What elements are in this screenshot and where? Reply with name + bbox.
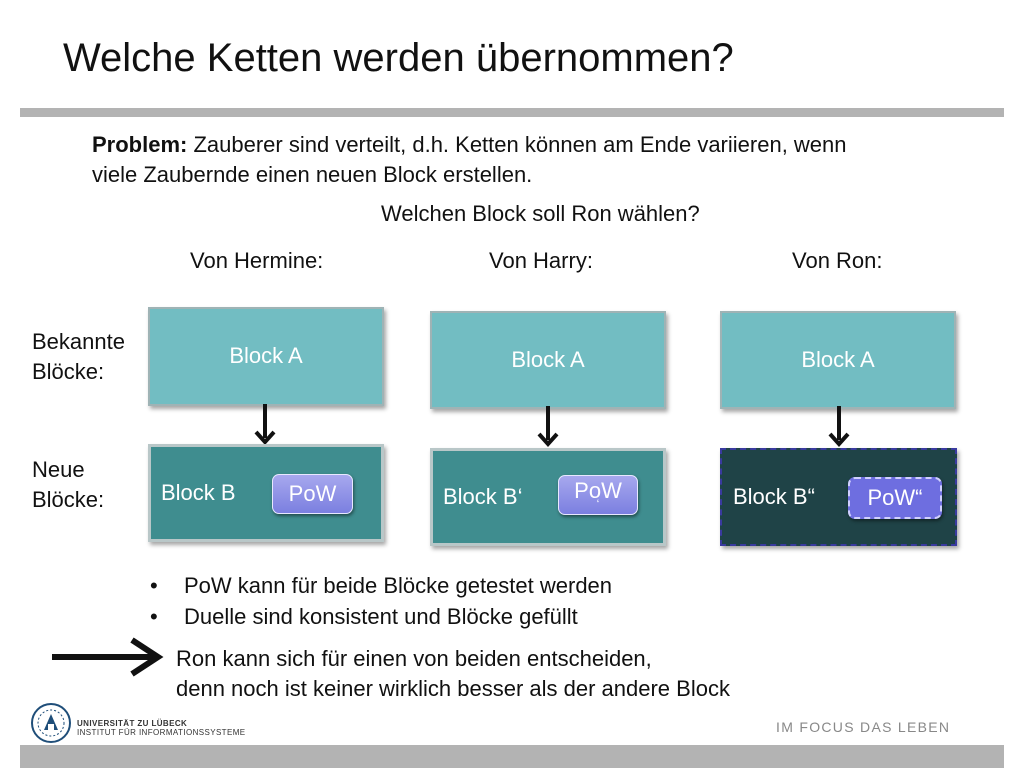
- block-a-ron-label: Block A: [801, 347, 875, 372]
- problem-statement: Problem: Zauberer sind verteilt, d.h. Ke…: [92, 130, 852, 190]
- slide-title: Welche Ketten werden übernommen?: [63, 36, 734, 80]
- problem-label: Problem:: [92, 132, 188, 157]
- pow-badge-harry-prime: ‘: [596, 497, 600, 511]
- column-heading-hermine: Von Hermine:: [190, 248, 324, 273]
- problem-text: Zauberer sind verteilt, d.h. Ketten könn…: [92, 132, 847, 187]
- university-line: UNIVERSITÄT ZU LÜBECK: [77, 719, 188, 728]
- conclusion-line-1: Ron kann sich für einen von beiden entsc…: [176, 646, 652, 671]
- block-a-harry-label: Block A: [511, 347, 585, 372]
- bullet-text: Duelle sind konsistent und Blöcke gefüll…: [184, 604, 578, 629]
- question-text: Welchen Block soll Ron wählen?: [381, 201, 700, 226]
- block-b-hermine: Block B PoW: [148, 444, 384, 542]
- bullet-text: PoW kann für beide Blöcke getestet werde…: [184, 573, 613, 598]
- university-seal-icon: [30, 702, 72, 749]
- pow-badge-harry-label: PoW: [574, 478, 622, 503]
- block-a-ron: Block A: [720, 311, 956, 409]
- block-b-ron-label: Block B“: [733, 484, 815, 509]
- pow-badge-hermine-label: PoW: [288, 481, 337, 506]
- row-label-known-line1: Bekannte: [32, 329, 125, 354]
- arrow-down-icon: [828, 406, 850, 450]
- pow-badge-ron: PoW“: [848, 477, 942, 519]
- institute-line: INSTITUT FÜR INFORMATIONSSYSTEME: [77, 728, 246, 737]
- bullet-list: • PoW kann für beide Blöcke getestet wer…: [150, 570, 612, 632]
- pow-badge-hermine: PoW: [272, 474, 353, 514]
- row-label-known: Bekannte Blöcke:: [32, 327, 125, 387]
- block-b-harry-label: Block B‘: [443, 484, 523, 509]
- block-a-hermine: Block A: [148, 307, 384, 406]
- conclusion-text: Ron kann sich für einen von beiden entsc…: [176, 644, 730, 704]
- list-item: • Duelle sind konsistent und Blöcke gefü…: [150, 601, 612, 632]
- tagline: IM FOCUS DAS LEBEN: [776, 719, 951, 735]
- arrow-right-icon: [50, 636, 166, 678]
- title-divider: [20, 108, 1004, 117]
- block-b-hermine-label: Block B: [161, 480, 236, 505]
- conclusion-line-2: denn noch ist keiner wirklich besser als…: [176, 676, 730, 701]
- row-label-new: Neue Blöcke:: [32, 455, 104, 515]
- arrow-down-icon: [537, 406, 559, 450]
- column-heading-ron: Von Ron:: [792, 248, 883, 273]
- bullet-marker: •: [150, 573, 158, 598]
- pow-badge-ron-label: PoW“: [867, 485, 923, 510]
- university-name: UNIVERSITÄT ZU LÜBECK INSTITUT FÜR INFOR…: [77, 719, 246, 737]
- row-label-new-line2: Blöcke:: [32, 487, 105, 512]
- column-heading-harry: Von Harry:: [489, 248, 593, 273]
- block-a-hermine-label: Block A: [229, 342, 303, 368]
- block-b-ron: Block B“ PoW“: [720, 448, 957, 546]
- list-item: • PoW kann für beide Blöcke getestet wer…: [150, 570, 612, 601]
- bullet-marker: •: [150, 604, 158, 629]
- arrow-down-icon: [254, 404, 276, 448]
- block-b-harry: Block B‘ PoW ‘: [430, 448, 666, 546]
- pow-badge-harry: PoW ‘: [558, 475, 638, 515]
- row-label-known-line2: Blöcke:: [32, 359, 105, 384]
- block-a-harry: Block A: [430, 311, 666, 409]
- footer-bar: [20, 745, 1004, 768]
- row-label-new-line1: Neue: [32, 457, 85, 482]
